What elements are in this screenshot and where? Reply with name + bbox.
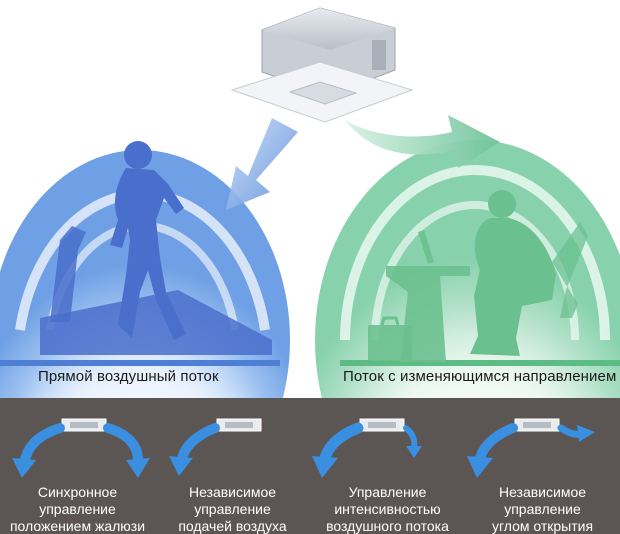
mode-independent-supply: Независимое управление подачей воздуха (155, 398, 310, 534)
mode-label: Управление интенсивностью воздушного пот… (326, 484, 449, 534)
airflow-illustration: Прямой воздушный поток Поток с изменяющи… (0, 7, 620, 398)
mode-opening-angle-diagram (467, 418, 595, 478)
cassette-unit (230, 7, 414, 123)
mode-flow-intensity-diagram (312, 418, 422, 478)
swing-flow-caption: Поток с изменяющимся направлением (343, 368, 617, 385)
mode-independent-supply-diagram (169, 418, 262, 476)
swing-flow-arrow (345, 115, 500, 168)
direct-flow-arrow (226, 118, 298, 210)
mode-synchronous-louvers: Синхронное управление положением жалюзи (0, 398, 155, 534)
mode-label: Синхронное управление положением жалюзи (9, 484, 146, 534)
mode-flow-intensity: Управление интенсивностью воздушного пот… (310, 398, 465, 534)
mode-label: Независимое управление подачей воздуха (178, 484, 287, 534)
mode-synchronous-diagram (12, 418, 150, 478)
office-worker-at-desk (368, 190, 588, 362)
airflow-modes-panel: Синхронное управление положением жалюзи … (0, 398, 620, 534)
direct-flow-caption: Прямой воздушный поток (38, 368, 219, 385)
mode-label: Независимое управление углом открытия (491, 484, 594, 534)
mode-opening-angle: Независимое управление углом открытия (465, 398, 620, 534)
runner-on-treadmill (40, 141, 272, 355)
